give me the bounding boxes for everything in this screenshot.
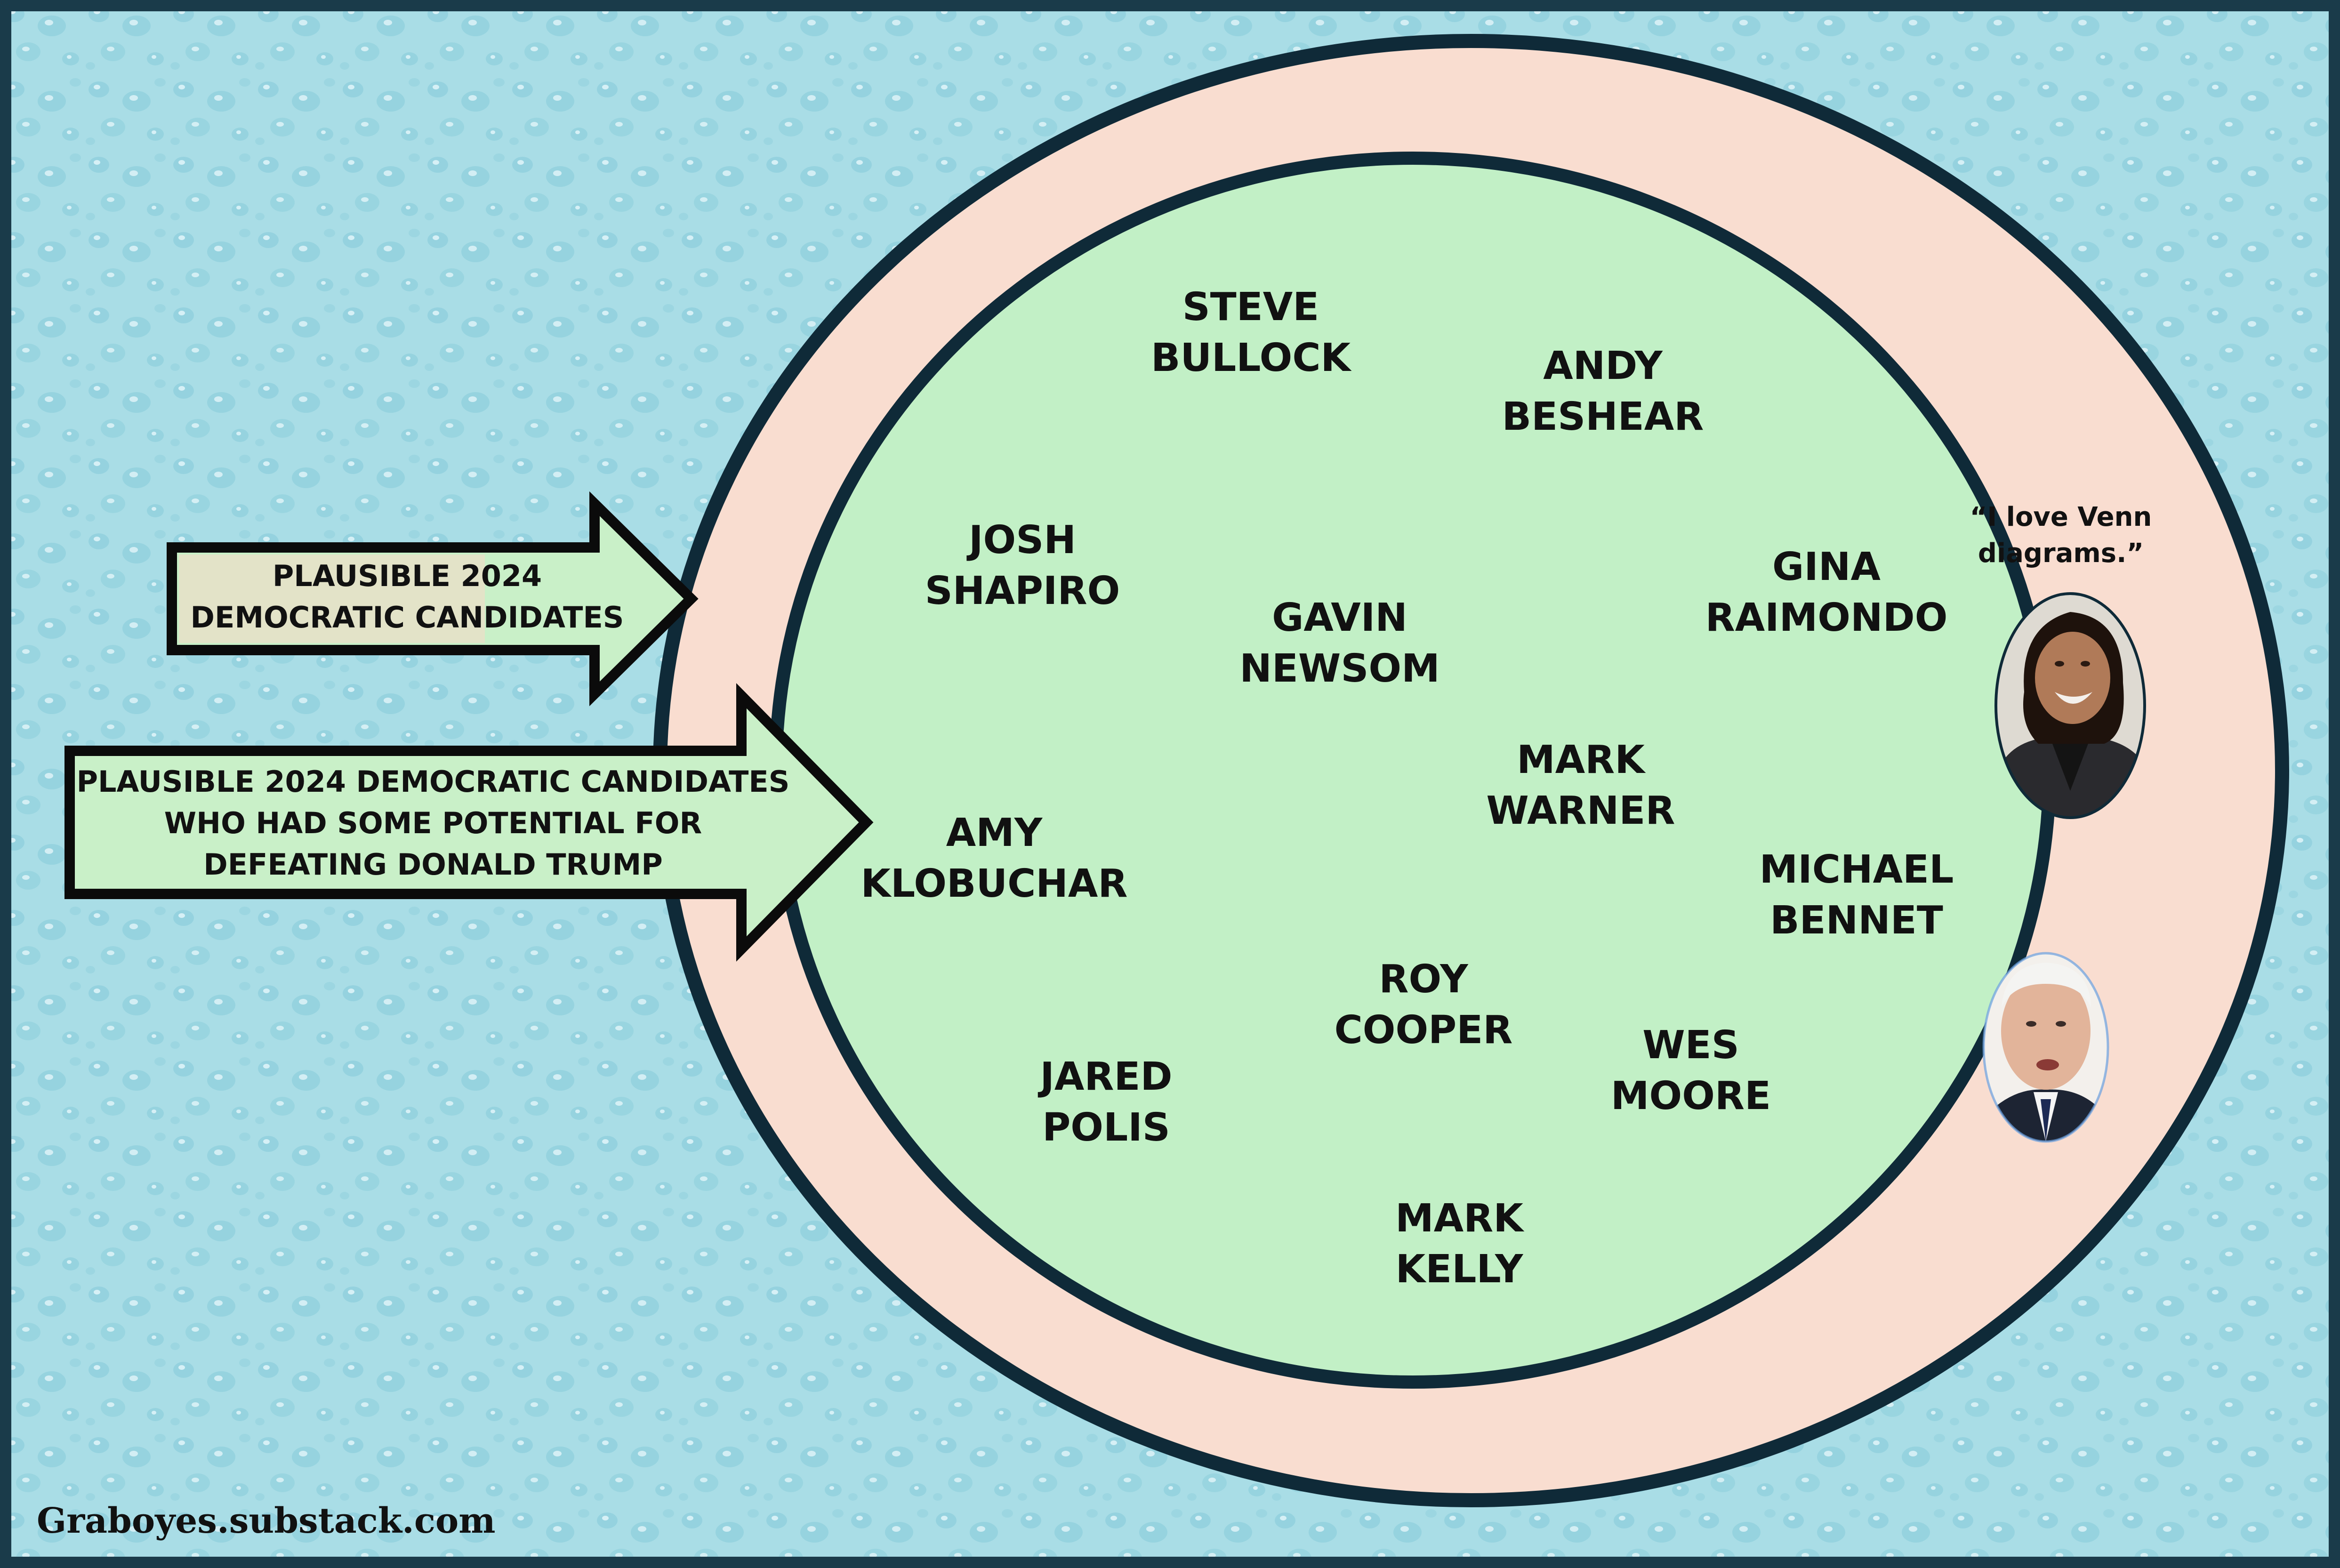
candidate-name-jared-polis-line: JARED bbox=[1037, 1054, 1172, 1099]
candidate-name-josh-shapiro: JOSH SHAPIRO bbox=[925, 518, 1120, 613]
inner-set-label-line: DEFEATING DONALD TRUMP bbox=[203, 847, 663, 882]
candidate-name-andy-beshear-line: BESHEAR bbox=[1502, 394, 1704, 439]
biden-portrait bbox=[1982, 952, 2109, 1143]
candidate-name-michael-bennet: MICHAEL BENNET bbox=[1760, 847, 1954, 943]
candidate-name-steve-bullock-line: STEVE bbox=[1182, 285, 1319, 330]
candidate-name-mark-warner-line: MARK bbox=[1517, 738, 1646, 782]
candidate-name-mark-warner-line: WARNER bbox=[1486, 788, 1675, 833]
source-credit: Graboyes.substack.com bbox=[37, 1501, 496, 1541]
harris-quote-caption-line: “I love Venn bbox=[1970, 502, 2152, 532]
candidate-name-wes-moore-line: WES bbox=[1642, 1023, 1739, 1068]
candidate-name-andy-beshear: ANDY BESHEAR bbox=[1502, 344, 1704, 439]
candidate-name-roy-cooper-line: COOPER bbox=[1335, 1008, 1513, 1053]
candidate-name-jared-polis-line: POLIS bbox=[1042, 1105, 1170, 1150]
candidate-name-gavin-newsom: GAVIN NEWSOM bbox=[1239, 595, 1439, 691]
harris-quote-caption-line: diagrams.” bbox=[1978, 538, 2144, 569]
candidate-name-andy-beshear-line: ANDY bbox=[1543, 344, 1663, 388]
harris-quote-caption: “I love Venn diagrams.” bbox=[1970, 502, 2152, 569]
candidate-name-wes-moore: WES MOORE bbox=[1611, 1023, 1771, 1118]
candidate-name-gavin-newsom-line: GAVIN bbox=[1272, 595, 1407, 640]
outer-set-label-line: PLAUSIBLE 2024 bbox=[273, 559, 542, 593]
candidate-name-michael-bennet-line: MICHAEL bbox=[1760, 847, 1954, 892]
candidate-name-mark-warner: MARK WARNER bbox=[1486, 738, 1675, 833]
candidate-name-amy-klobuchar-line: AMY bbox=[946, 811, 1043, 855]
candidate-name-roy-cooper: ROY COOPER bbox=[1335, 957, 1513, 1053]
candidate-name-jared-polis: JARED POLIS bbox=[1037, 1054, 1172, 1150]
candidate-name-roy-cooper-line: ROY bbox=[1379, 957, 1469, 1002]
inner-set-label: PLAUSIBLE 2024 DEMOCRATIC CANDIDATES WHO … bbox=[77, 764, 790, 882]
inner-set-label-line: WHO HAD SOME POTENTIAL FOR bbox=[164, 806, 702, 840]
candidate-name-mark-kelly-line: KELLY bbox=[1396, 1247, 1524, 1292]
candidate-name-mark-kelly: MARK KELLY bbox=[1395, 1196, 1525, 1292]
candidate-name-josh-shapiro-line: SHAPIRO bbox=[925, 569, 1120, 613]
candidate-name-gavin-newsom-line: NEWSOM bbox=[1239, 646, 1439, 691]
inner-set-label-line: PLAUSIBLE 2024 DEMOCRATIC CANDIDATES bbox=[77, 764, 790, 799]
candidate-name-wes-moore-line: MOORE bbox=[1611, 1074, 1771, 1118]
candidate-name-steve-bullock-line: BULLOCK bbox=[1151, 336, 1352, 380]
candidate-name-michael-bennet-line: BENNET bbox=[1770, 898, 1943, 943]
candidate-name-mark-kelly-line: MARK bbox=[1395, 1196, 1525, 1241]
candidate-name-amy-klobuchar-line: KLOBUCHAR bbox=[860, 861, 1127, 906]
inner-set-arrow: PLAUSIBLE 2024 DEMOCRATIC CANDIDATES WHO … bbox=[64, 683, 874, 962]
candidate-name-josh-shapiro-line: JOSH bbox=[966, 518, 1076, 563]
candidate-name-steve-bullock: STEVE BULLOCK bbox=[1151, 285, 1352, 380]
candidate-name-gina-raimondo-line: RAIMONDO bbox=[1705, 595, 1948, 640]
candidate-name-gina-raimondo: GINA RAIMONDO bbox=[1705, 545, 1948, 640]
candidate-names: STEVE BULLOCK ANDY BESHEAR JOSH SHAPIRO GAVIN N… bbox=[860, 285, 1954, 1292]
candidate-name-amy-klobuchar: AMY KLOBUCHAR bbox=[860, 811, 1127, 906]
harris-portrait: “I love Venn diagrams.” bbox=[1970, 502, 2152, 819]
candidate-name-gina-raimondo-line: GINA bbox=[1772, 545, 1881, 589]
outer-set-label-line: DEMOCRATIC CANDIDATES bbox=[191, 600, 624, 635]
